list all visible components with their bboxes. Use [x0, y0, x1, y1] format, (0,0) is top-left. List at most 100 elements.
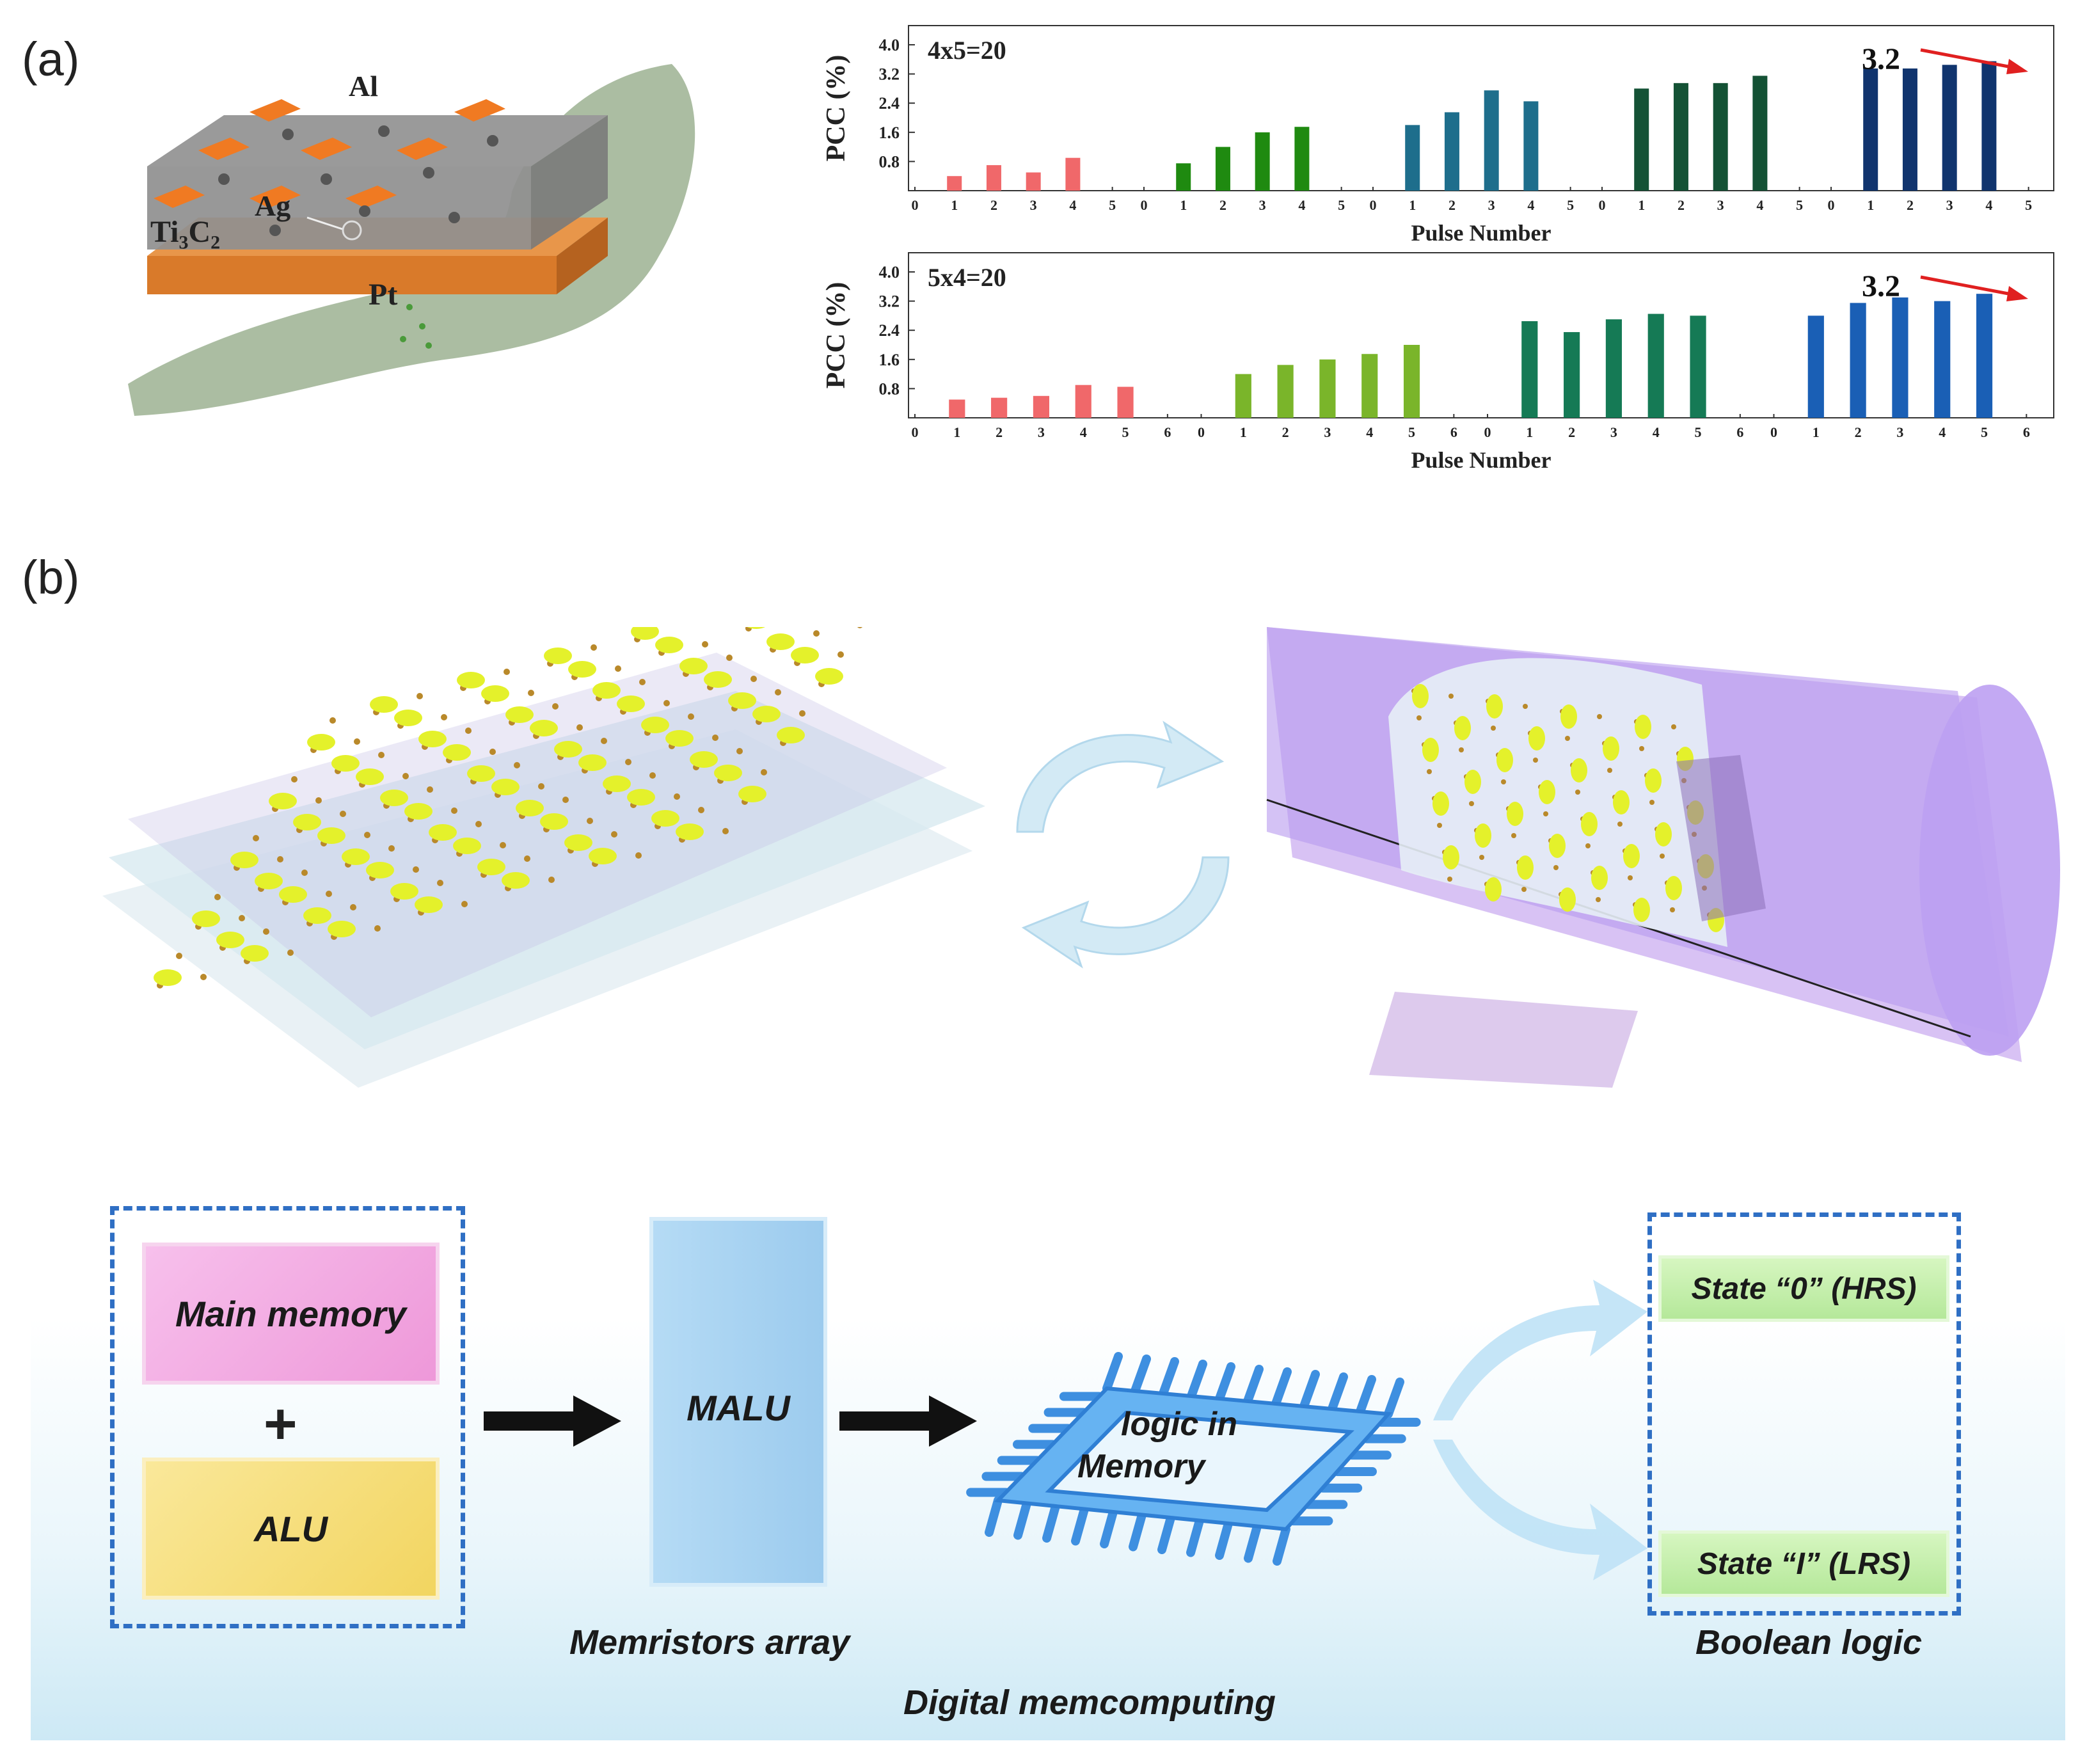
surface-group [714, 765, 742, 781]
chip-pin [1356, 1375, 1376, 1416]
surface-group [467, 765, 495, 782]
lattice-atom [698, 807, 704, 813]
lattice-atom [287, 950, 294, 956]
x-tick-label: 4 [1985, 197, 1992, 213]
bar [1981, 61, 1997, 191]
lattice-atom [1649, 800, 1655, 805]
surface-group [481, 685, 509, 702]
surface-group [747, 627, 766, 629]
bar [1026, 172, 1041, 191]
lattice-atom [799, 710, 805, 717]
lattice-atom [315, 797, 322, 804]
malu-box: MALU [649, 1217, 827, 1587]
lattice-atom [722, 828, 729, 834]
lattice-atom [1479, 855, 1484, 860]
bar [1902, 68, 1917, 191]
cycle-arrows [1016, 720, 1230, 969]
lattice-atom [340, 811, 346, 817]
x-tick-label: 2 [1282, 424, 1289, 440]
lattice-atom [1607, 768, 1612, 773]
surface-group [530, 720, 558, 736]
lattice-atom [489, 749, 496, 755]
surface-group [1422, 738, 1439, 762]
lattice-atom [301, 870, 308, 876]
bar [1277, 365, 1294, 418]
surface-group [1559, 887, 1576, 912]
surface-group [255, 873, 283, 889]
surface-group [631, 627, 659, 640]
bar [1215, 147, 1230, 191]
lattice-atom [1628, 875, 1633, 880]
lattice-atom [1501, 779, 1506, 784]
surface-group [1496, 748, 1513, 772]
lattice-atom [1416, 715, 1422, 720]
lattice-atom [736, 748, 743, 754]
surface-group [230, 852, 258, 868]
surface-group [154, 969, 182, 986]
lattice-atom [1469, 801, 1474, 806]
state1-text: State “I” (LRS) [1697, 1546, 1911, 1581]
surface-group [540, 813, 568, 830]
surface-group [317, 827, 345, 844]
surface-group [293, 814, 321, 830]
bar [1850, 303, 1866, 418]
bar [1117, 386, 1134, 418]
y-tick-label: 4.0 [879, 263, 900, 282]
lattice-atom [350, 904, 356, 910]
x-tick-label: 0 [912, 197, 919, 213]
annotation-arrowhead [2006, 59, 2028, 74]
surface-group [1412, 684, 1429, 708]
surface-group [679, 658, 708, 674]
lattice-atom [1427, 769, 1432, 774]
bar [1942, 65, 1957, 191]
surface-group [655, 637, 683, 653]
x-tick-label: 2 [1907, 197, 1914, 213]
surface-group [791, 647, 819, 663]
surface-group [589, 848, 617, 864]
x-tick-label: 3 [1259, 197, 1266, 213]
logic-in-memory-line2: Memory [1077, 1448, 1205, 1485]
chip-pin [1159, 1357, 1179, 1398]
lattice-atom [253, 835, 259, 841]
lattice-atom [1596, 897, 1601, 902]
lattice-atom [591, 644, 597, 651]
y-tick-label: 0.8 [879, 152, 900, 171]
surface-group [766, 633, 795, 650]
surface-group [1591, 866, 1608, 890]
lattice-atom [427, 786, 433, 793]
surface-group [505, 706, 534, 723]
chip-pin [1273, 1525, 1290, 1566]
x-axis-label: Pulse Number [1411, 447, 1551, 473]
lattice-atom [726, 655, 733, 661]
lattice-atom [1671, 724, 1676, 729]
bar [1403, 345, 1420, 418]
state0-box: State “0” (HRS) [1658, 1255, 1949, 1322]
lattice-atom [548, 877, 555, 883]
plot-frame [908, 252, 2054, 418]
surface-group [592, 682, 621, 699]
ti3c2-layer [147, 166, 531, 250]
lattice-atom [625, 759, 631, 765]
annotation-arrowhead [2006, 286, 2028, 301]
x-tick-label: 3 [1030, 197, 1037, 213]
lattice-atom [451, 807, 457, 814]
x-tick-label: 1 [1180, 197, 1187, 213]
digital-memcomputing-caption: Digital memcomputing [903, 1683, 1276, 1722]
surface-group [457, 672, 485, 688]
x-tick-label: 6 [1164, 424, 1171, 440]
surface-group [704, 671, 732, 688]
surface-group [192, 910, 220, 927]
lattice-atom [635, 852, 642, 859]
x-tick-label: 6 [1450, 424, 1457, 440]
lattice-atom [524, 855, 530, 862]
bar [1863, 68, 1878, 191]
ti3c2-label: Ti3C2 [150, 215, 221, 253]
surface-group [564, 834, 592, 851]
surface-group [1528, 726, 1545, 751]
x-tick-label: 4 [1653, 424, 1660, 440]
lattice-atom [1660, 854, 1665, 859]
x-tick-label: 5 [1109, 197, 1116, 213]
x-tick-label: 3 [1324, 424, 1331, 440]
x-tick-label: 4 [1069, 197, 1076, 213]
lattice-atom [1639, 746, 1644, 751]
